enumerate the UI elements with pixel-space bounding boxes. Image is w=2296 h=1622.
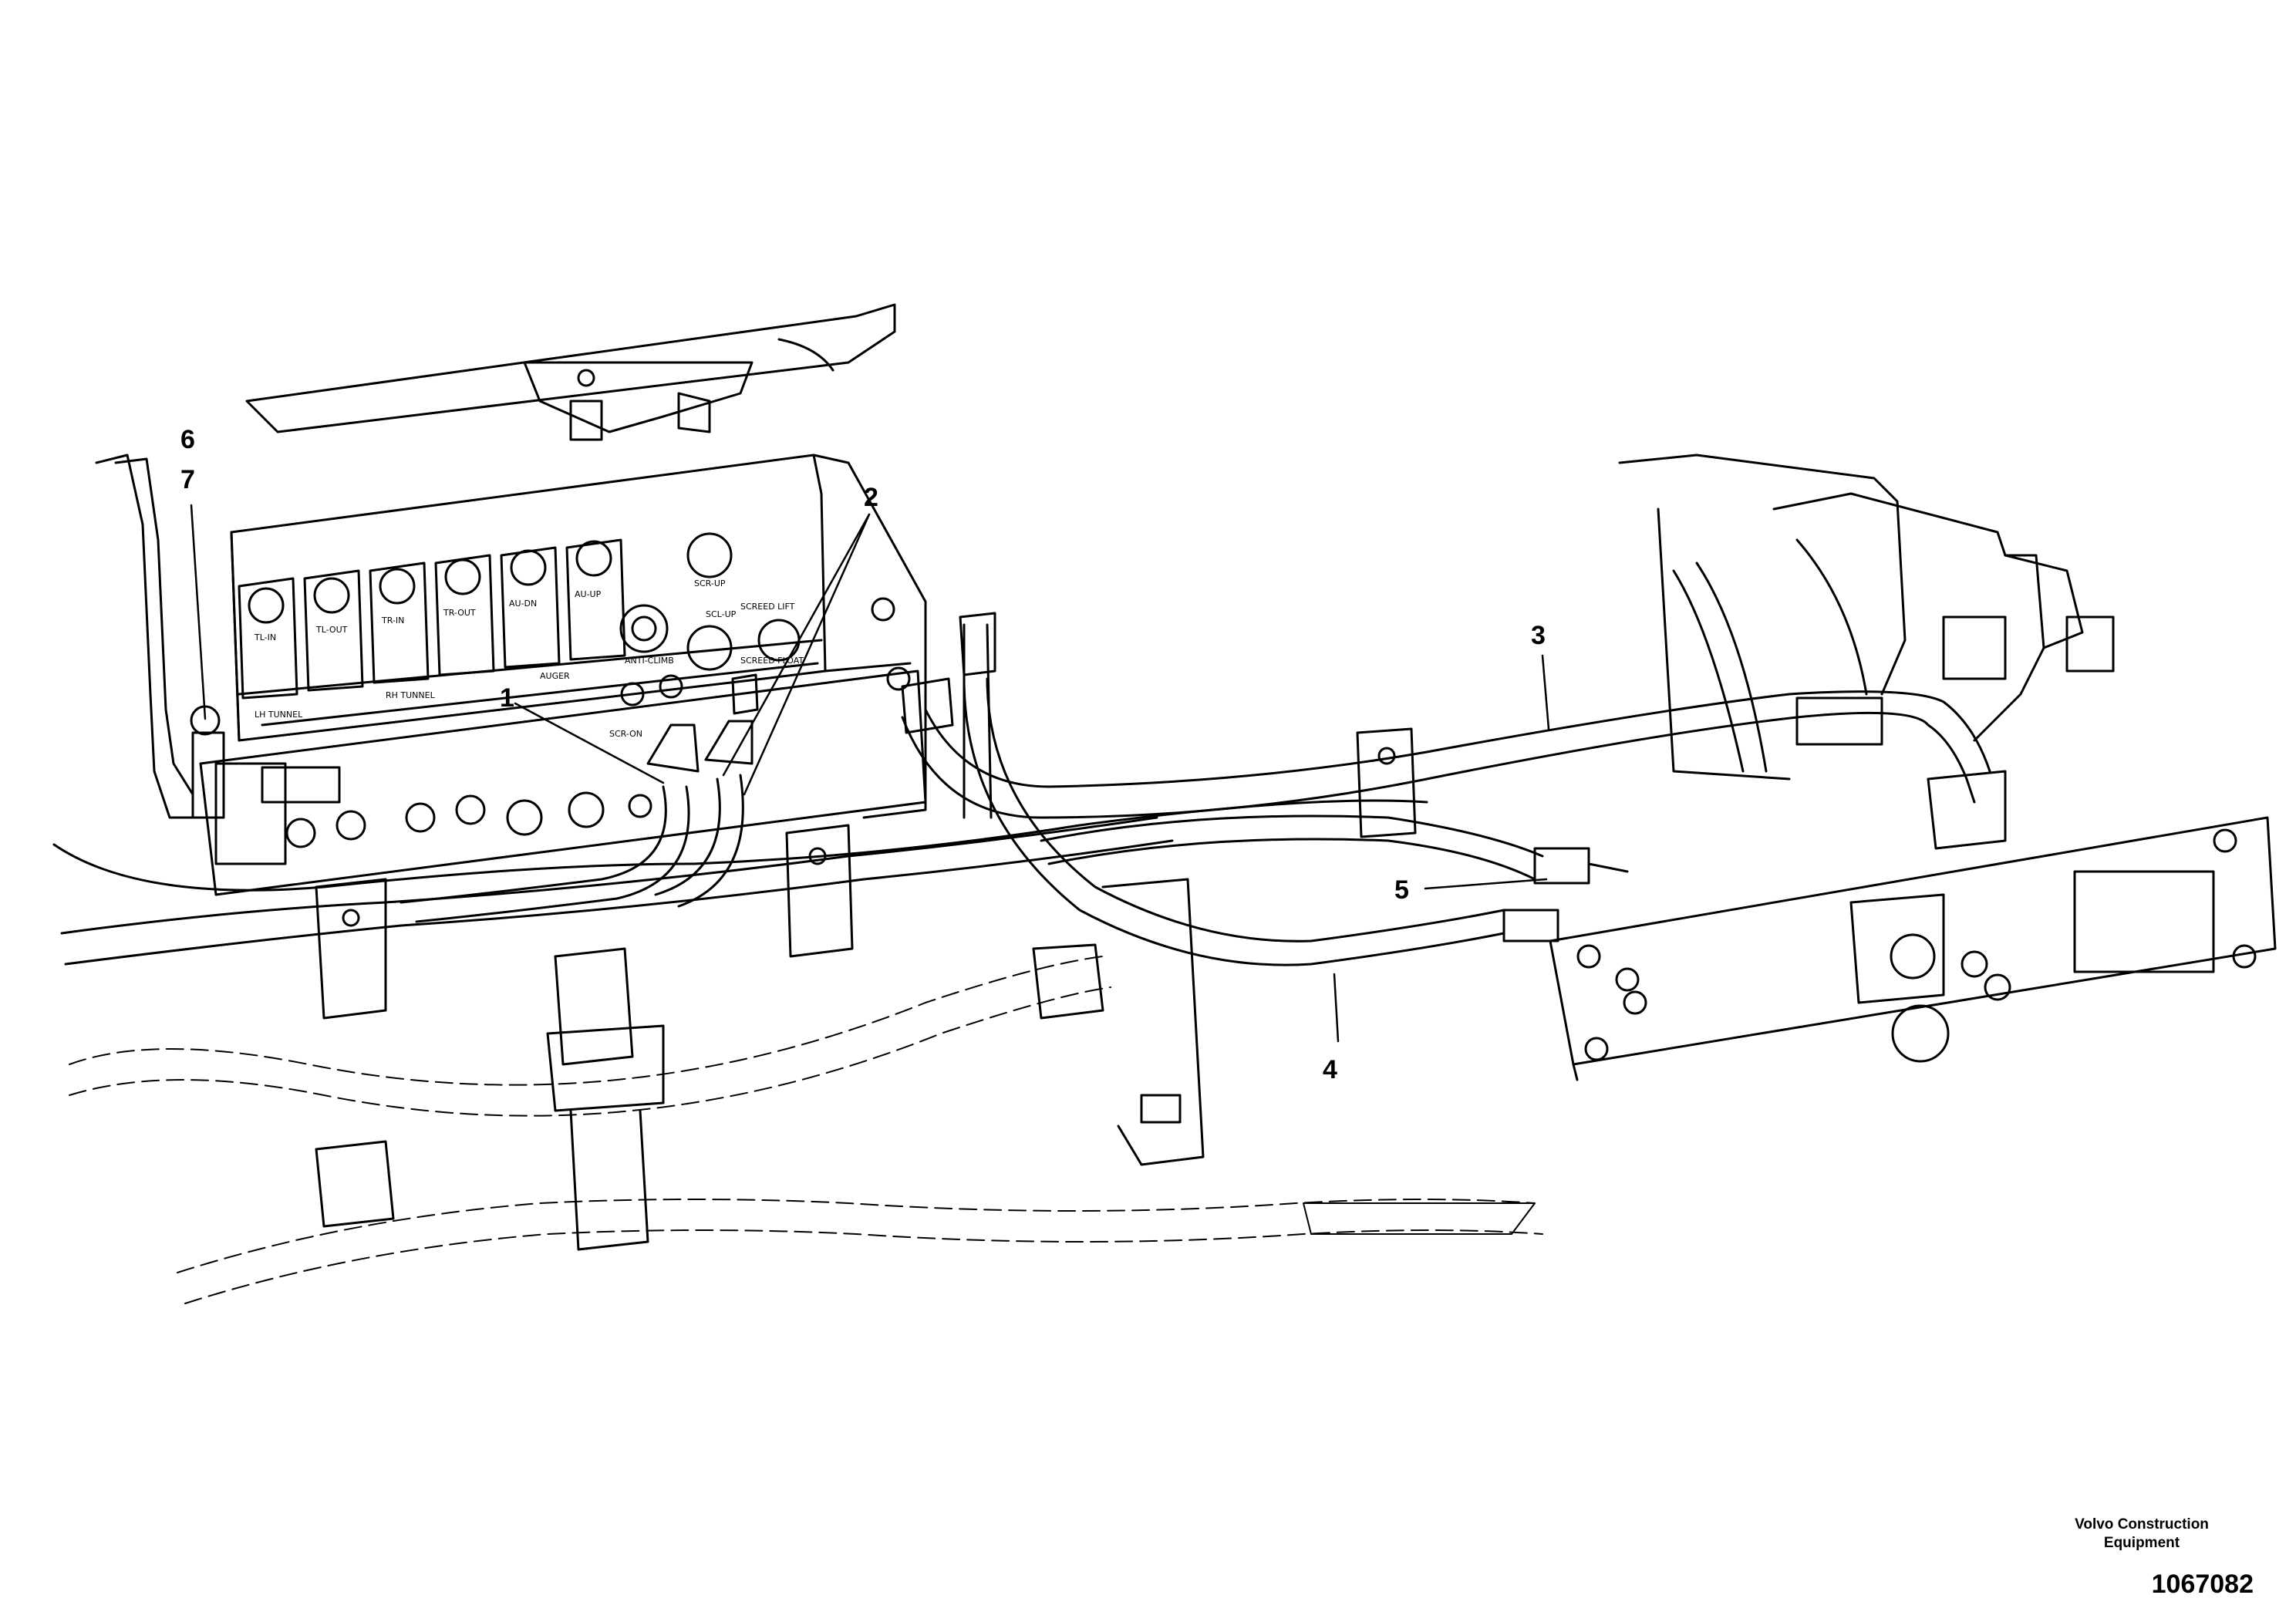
hose-3	[901, 690, 2007, 850]
svg-text:TL-OUT: TL-OUT	[315, 625, 348, 635]
valve-block-fittings	[261, 597, 911, 848]
svg-text:SCR-UP: SCR-UP	[694, 578, 726, 588]
brand-line-1: Volvo Construction	[2075, 1516, 2209, 1533]
phantom-lines	[69, 956, 1543, 1304]
flange-plate	[1549, 816, 2277, 1081]
callout-5: 5	[1394, 875, 1409, 905]
callout-2: 2	[864, 483, 878, 512]
hose-4	[963, 677, 1559, 966]
svg-text:SCR-ON: SCR-ON	[609, 729, 642, 739]
callout-6: 6	[180, 425, 195, 454]
svg-text:LH TUNNEL: LH TUNNEL	[255, 710, 303, 720]
valve-spools	[238, 532, 801, 715]
svg-text:AUGER: AUGER	[540, 671, 570, 681]
valve-block	[199, 454, 927, 896]
svg-text:RH TUNNEL: RH TUNNEL	[386, 690, 436, 700]
brand-caption: Volvo Construction Equipment	[2026, 1516, 2257, 1553]
hose-5	[1040, 814, 1629, 885]
upper-hoses	[901, 612, 996, 819]
drawing-number: 1067082	[2151, 1570, 2254, 1599]
brand-line-2: Equipment	[2103, 1534, 2180, 1551]
callout-4: 4	[1323, 1055, 1337, 1084]
panel-labels: TL-IN TL-OUT TR-IN TR-OUT AU-DN AU-UP SC…	[254, 578, 804, 739]
svg-text:TR-IN: TR-IN	[381, 615, 404, 626]
callout-1: 1	[500, 683, 514, 713]
hoses-1-2	[400, 720, 754, 923]
svg-text:AU-DN: AU-DN	[509, 599, 537, 609]
svg-text:ANTI-CLIMB: ANTI-CLIMB	[625, 656, 674, 666]
pump-assembly	[1618, 454, 2115, 781]
svg-text:TR-OUT: TR-OUT	[443, 608, 476, 618]
svg-text:SCREED LIFT: SCREED LIFT	[740, 602, 795, 612]
callout-7: 7	[180, 465, 195, 494]
svg-text:SCL-UP: SCL-UP	[706, 609, 737, 619]
leader-lines	[190, 504, 1550, 1043]
mid-bracket	[1032, 878, 1205, 1166]
bolt-icon	[190, 705, 221, 736]
top-cover-plate	[245, 303, 896, 441]
lower-left-assembly	[315, 947, 665, 1251]
svg-text:AU-UP: AU-UP	[575, 589, 602, 599]
callout-3: 3	[1531, 621, 1546, 650]
left-pipe	[95, 454, 225, 819]
svg-text:SCREED FLOAT: SCREED FLOAT	[740, 656, 804, 666]
svg-text:TL-IN: TL-IN	[254, 632, 276, 642]
